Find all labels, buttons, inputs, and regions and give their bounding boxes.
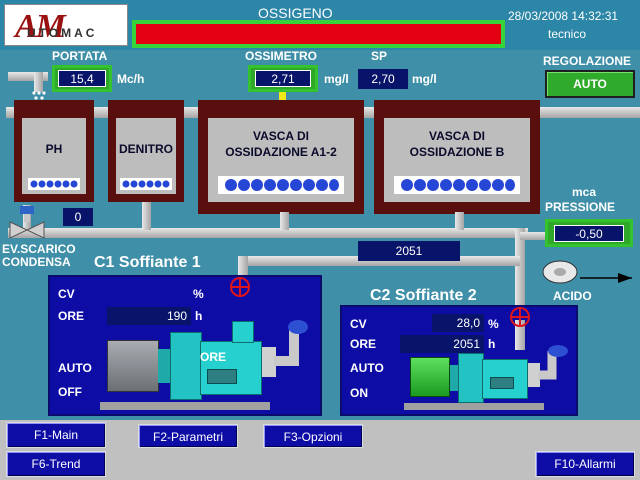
bubbles-icon	[401, 179, 515, 191]
c2-outlet-pipe	[538, 345, 568, 380]
sp-value[interactable]: 2,70	[358, 69, 408, 89]
c2-mode: AUTO	[350, 361, 384, 375]
ev-scarico-label-line1: EV.SCARICO	[2, 242, 76, 256]
regolazione-label: REGOLAZIONE	[543, 54, 632, 68]
c1-motor	[107, 340, 159, 392]
f10-allarmi-button[interactable]: F10-Allarmi	[535, 451, 635, 477]
ossimetro-display[interactable]: 2,71	[248, 65, 318, 92]
c2-valve-icon[interactable]	[509, 306, 531, 328]
ev-scarico-value: 0	[63, 208, 93, 226]
sp-label: SP	[371, 49, 388, 63]
acid-pump-icon[interactable]	[540, 256, 636, 288]
c1-mode: AUTO	[58, 361, 92, 375]
bubbles-icon	[225, 179, 339, 191]
tank-b-label-line2: OSSIDAZIONE B	[409, 145, 505, 159]
ossimetro-label: OSSIMETRO	[245, 49, 318, 63]
c2-ore-label: ORE	[350, 337, 377, 351]
c1-valve-icon[interactable]	[229, 276, 251, 298]
c2-cv-unit: %	[488, 317, 499, 331]
pressione-label: PRESSIONE	[545, 200, 616, 214]
inlet-faucet	[34, 72, 43, 92]
c1-panel: CV % ORE 190 h AUTO OFF ORE	[48, 275, 322, 416]
f3-opzioni-button[interactable]: F3-Opzioni	[263, 424, 363, 448]
c1-base	[100, 402, 270, 410]
blower-pipe	[238, 256, 520, 266]
c1-state: OFF	[58, 385, 82, 399]
acido-label: ACIDO	[553, 289, 592, 303]
portata-unit: Mc/h	[117, 72, 145, 86]
ossimetro-unit: mg/l	[324, 72, 349, 86]
inlet-pipe	[8, 72, 48, 81]
logo-text: UTOMAC	[27, 26, 98, 40]
logo-mark: AM	[15, 8, 66, 45]
ev-scarico-label-line2: CONDENSA	[2, 255, 71, 269]
ossimetro-value: 2,71	[255, 70, 311, 87]
drain-valve-icon[interactable]	[8, 204, 46, 240]
tank-denitro-label: DENITRO	[119, 142, 173, 156]
bubbles-icon	[30, 180, 78, 188]
c2-panel: CV 28,0 % ORE 2051 h AUTO ON	[340, 305, 578, 416]
c2-motor	[410, 357, 450, 397]
regolazione-button[interactable]: AUTO	[545, 70, 635, 98]
c1-ore-label: ORE	[58, 309, 85, 323]
c2-base	[404, 403, 544, 410]
c1-pump-body	[170, 332, 202, 400]
portata-label: PORTATA	[52, 49, 108, 63]
pressione-value: -0,50	[554, 225, 624, 242]
tank-a-label-line2: OSSIDAZIONE A1-2	[225, 145, 337, 159]
c1-outlet-pipe	[274, 320, 308, 366]
pressione-display[interactable]: -0,50	[545, 219, 633, 247]
c1-motor-label: ORE	[200, 350, 227, 364]
c1-cv-label: CV	[58, 287, 75, 301]
datetime: 28/03/2008 14:32:31	[508, 9, 619, 23]
c2-ore-unit: h	[488, 337, 496, 351]
line-value: 2051	[358, 241, 460, 261]
f2-parametri-button[interactable]: F2-Parametri	[138, 424, 238, 448]
bubbles-icon	[122, 180, 170, 188]
c2-cv-value: 28,0	[432, 314, 484, 332]
c2-pump-body	[458, 353, 484, 403]
c1-cv-unit: %	[193, 287, 204, 301]
c2-ore-value: 2051	[400, 335, 484, 353]
c2-cv-label: CV	[350, 317, 367, 331]
company-logo: AM UTOMAC	[4, 4, 128, 46]
pressione-unit-label: mca	[572, 185, 597, 199]
sp-unit: mg/l	[412, 72, 437, 86]
tank-a-label-line1: VASCA DI	[252, 129, 309, 143]
f1-main-button[interactable]: F1-Main	[6, 422, 106, 448]
c1-title: C1 Soffiante 1	[94, 254, 201, 271]
portata-value: 15,4	[58, 70, 106, 87]
current-user: tecnico	[548, 27, 587, 41]
f6-trend-button[interactable]: F6-Trend	[6, 451, 106, 477]
tank-b-label-line1: VASCA DI	[428, 129, 485, 143]
c2-title: C2 Soffiante 2	[370, 287, 477, 304]
c1-ore-unit: h	[195, 309, 203, 323]
page-title: OSSIGENO	[258, 5, 333, 21]
c1-ore-value: 190	[107, 307, 191, 325]
air-distribution-pipe	[8, 228, 528, 238]
water-drops-icon	[32, 91, 46, 104]
alarm-banner[interactable]	[132, 20, 505, 48]
portata-display[interactable]: 15,4	[52, 65, 112, 92]
tank-ph-label: PH	[45, 142, 63, 156]
c2-state: ON	[350, 386, 368, 400]
